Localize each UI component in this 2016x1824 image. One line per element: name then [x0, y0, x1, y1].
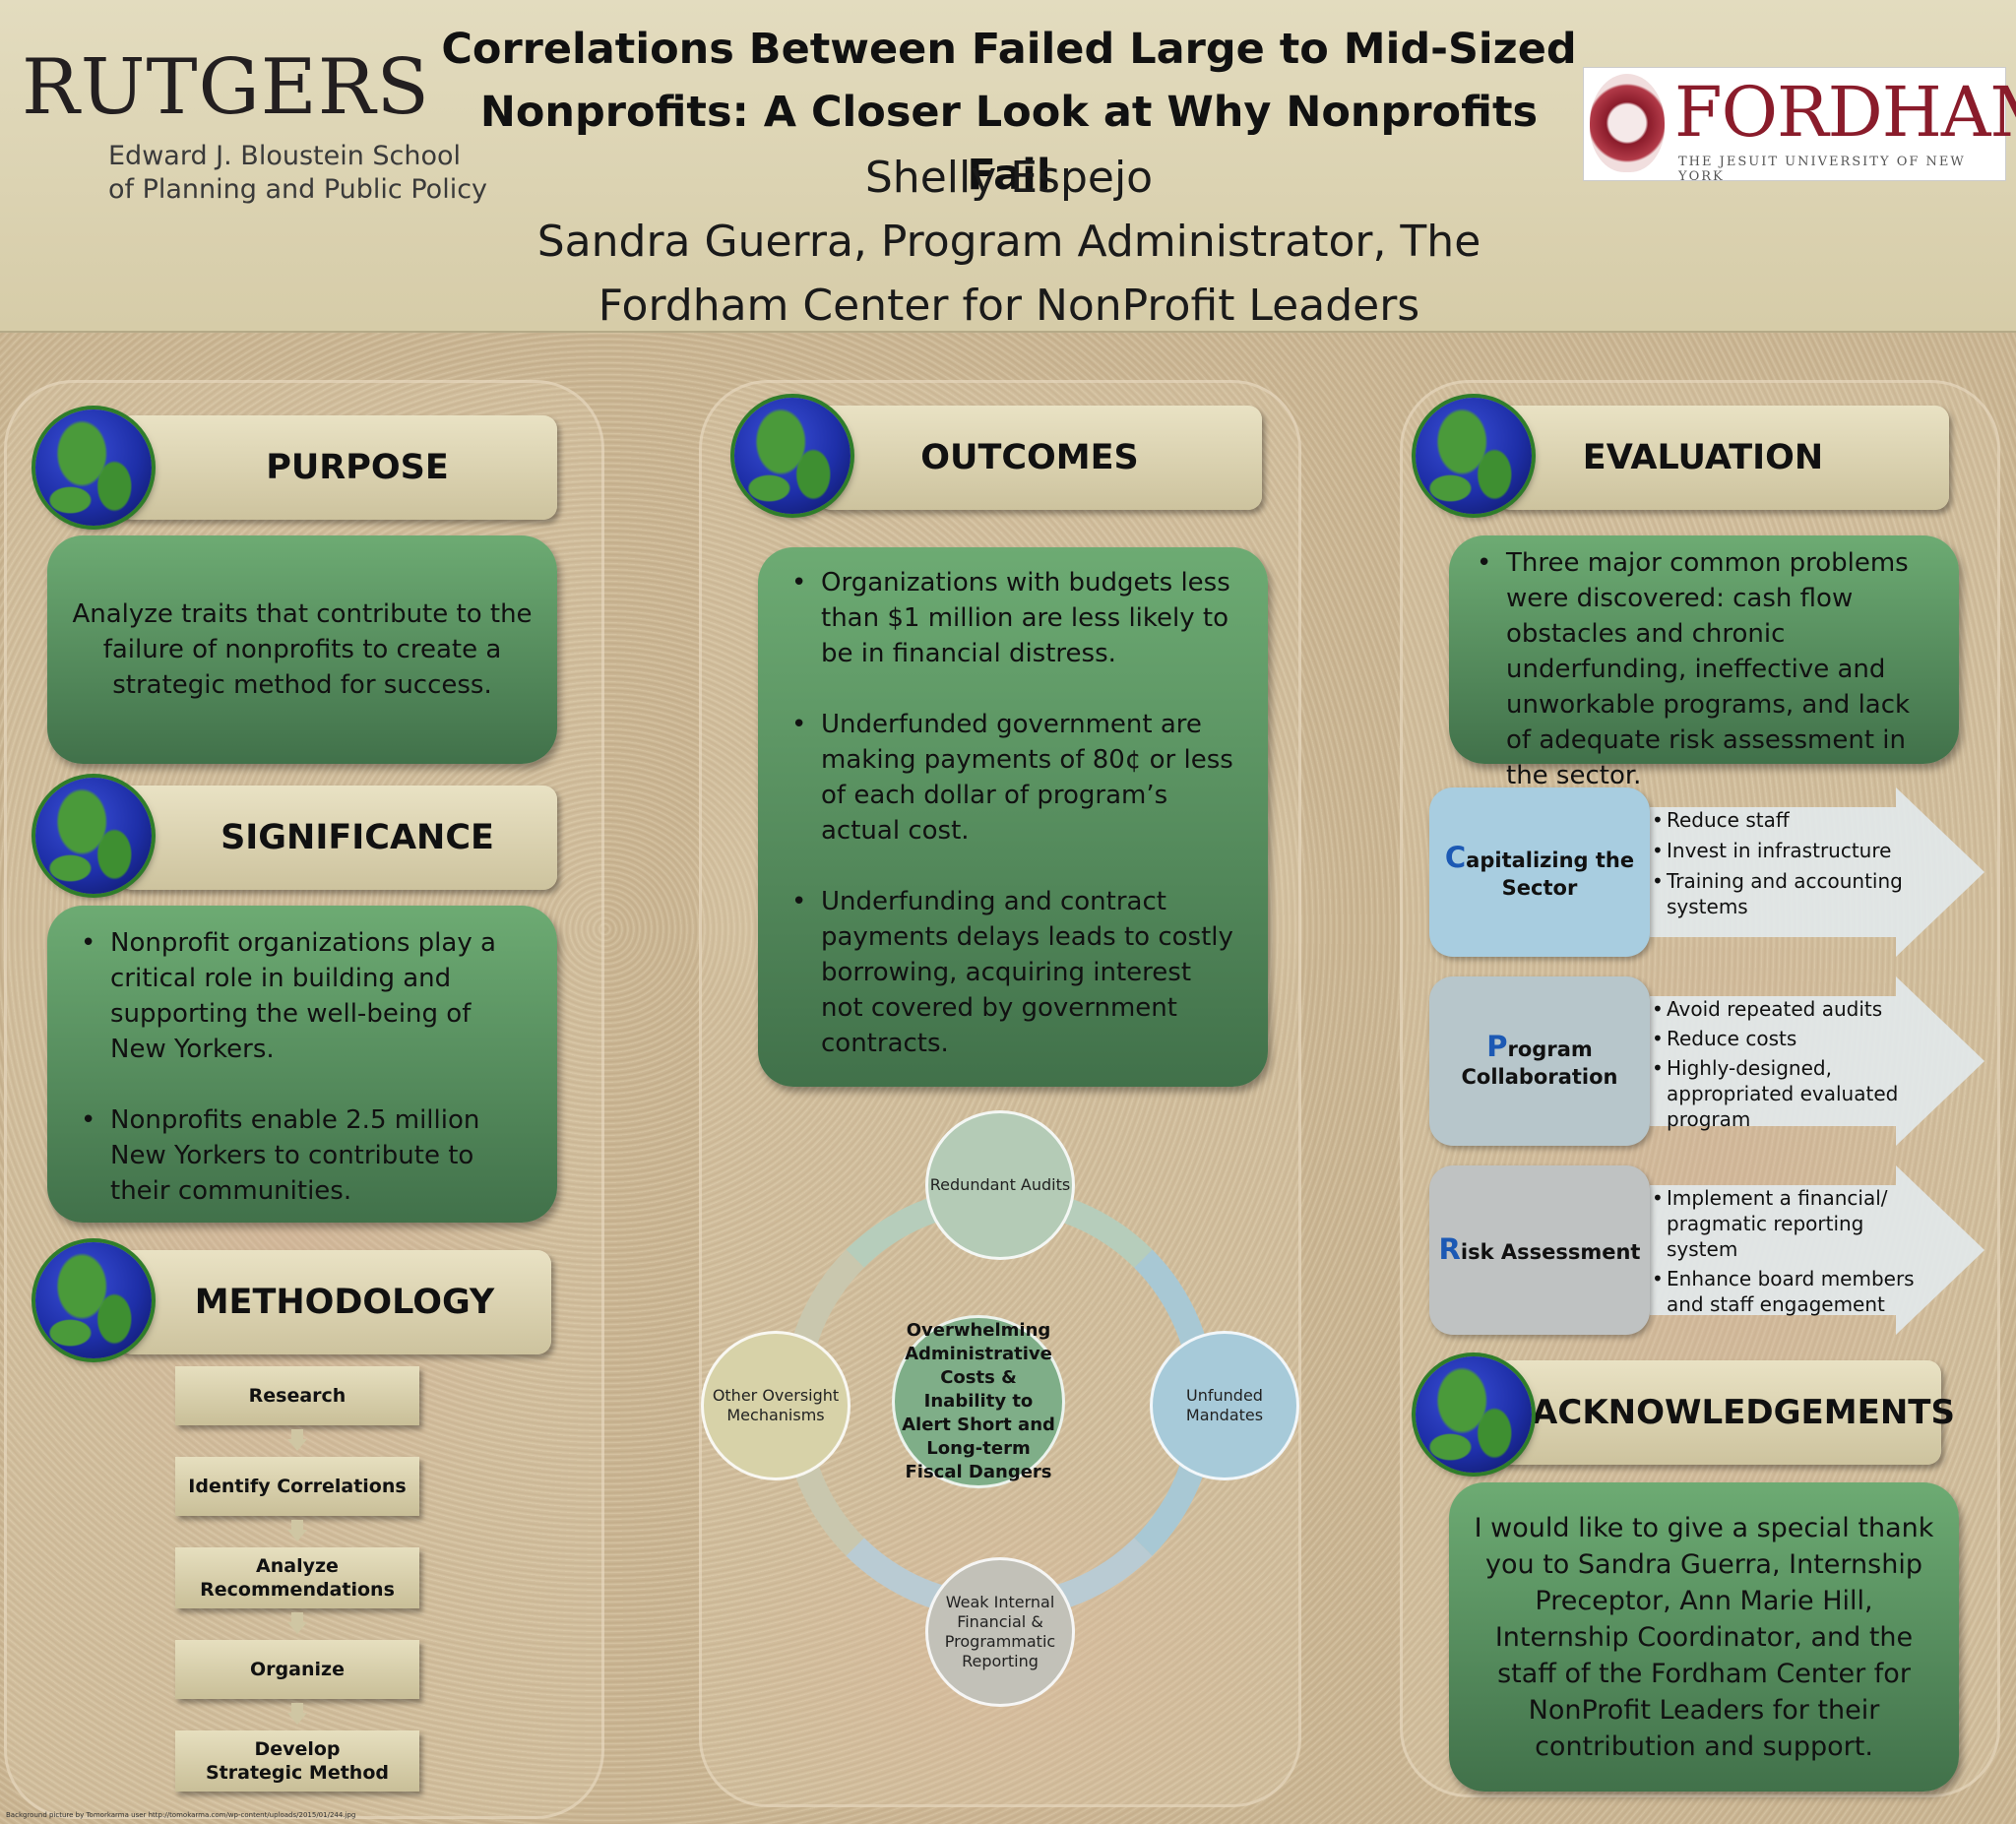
section-heading: OUTCOMES — [920, 438, 1139, 477]
fordham-seal-icon — [1590, 74, 1665, 172]
list-item: Invest in infrastructure — [1650, 838, 1916, 863]
acknowledgements-text: I would like to give a special thank you… — [1474, 1512, 1934, 1762]
outcomes-banner: OUTCOMES — [817, 406, 1262, 510]
fordham-logo: FORDHAM THE JESUIT UNIVERSITY OF NEW YOR… — [1583, 67, 2016, 184]
cycle-node-left: Other Oversight Mechanisms — [701, 1331, 850, 1480]
down-arrow-icon — [287, 1520, 307, 1543]
down-arrow-icon — [287, 1703, 307, 1727]
outcomes-list: Organizations with budgets less than $1 … — [778, 565, 1238, 1061]
globe-icon — [35, 1242, 152, 1358]
cycle-center-node: Overwhelming Administrative Costs & Inab… — [892, 1315, 1065, 1488]
globe-icon — [734, 398, 850, 514]
purpose-banner: PURPOSE — [118, 415, 557, 520]
methodology-step: Research — [175, 1366, 419, 1425]
down-arrow-icon — [287, 1429, 307, 1453]
list-item: Reduce staff — [1650, 807, 1916, 833]
background-credit: Background picture by Tomorkarma user ht… — [6, 1811, 356, 1819]
list-item: Nonprofits enable 2.5 million New Yorker… — [67, 1102, 528, 1209]
significance-box: Nonprofit organizations play a critical … — [47, 906, 557, 1223]
advisor-line: Fordham Center for NonProfit Leaders — [598, 281, 1420, 331]
significance-list: Nonprofit organizations play a critical … — [67, 925, 528, 1209]
methodology-step: Identify Correlations — [175, 1457, 419, 1516]
cycle-node-top: Redundant Audits — [925, 1110, 1075, 1260]
eval-row-label: Risk Assessment — [1429, 1165, 1650, 1335]
cycle-node-bottom: Weak Internal Financial & Programmatic R… — [925, 1557, 1075, 1707]
section-heading: ACKNOWLEDGEMENTS — [1532, 1393, 1955, 1432]
section-heading: SIGNIFICANCE — [220, 818, 494, 857]
eval-row-items: Reduce staff Invest in infrastructure Tr… — [1650, 807, 1916, 919]
list-item: Training and accounting systems — [1650, 868, 1916, 919]
globe-icon — [35, 409, 152, 526]
methodology-step: Analyze Recommendations — [175, 1547, 419, 1608]
list-item: Highly-designed, appropriated evaluated … — [1650, 1055, 1916, 1132]
list-item: Nonprofit organizations play a critical … — [67, 925, 528, 1067]
list-item: Underfunded government are making paymen… — [778, 707, 1238, 849]
eval-row-label: Capitalizing the Sector — [1429, 787, 1650, 957]
outcomes-box: Organizations with budgets less than $1 … — [758, 547, 1268, 1087]
acknowledgements-box: I would like to give a special thank you… — [1449, 1482, 1959, 1792]
section-heading: EVALUATION — [1582, 438, 1824, 477]
eval-initial: P — [1486, 1029, 1508, 1063]
rutgers-logo: RUTGERS — [22, 43, 430, 132]
list-item: Three major common problems were discove… — [1463, 545, 1939, 793]
globe-icon — [1416, 1356, 1532, 1473]
acknowledgements-banner: ACKNOWLEDGEMENTS — [1496, 1360, 1955, 1465]
list-item: Implement a financial/ pragmatic reporti… — [1650, 1185, 1916, 1262]
eval-row-items: Avoid repeated audits Reduce costs Highl… — [1650, 996, 1916, 1132]
list-item: Reduce costs — [1650, 1026, 1916, 1051]
globe-icon — [1416, 398, 1532, 514]
list-item: Enhance board members and staff engageme… — [1650, 1266, 1916, 1317]
cycle-node-right: Unfunded Mandates — [1150, 1331, 1299, 1480]
eval-row-label: Program Collaboration — [1429, 976, 1650, 1146]
author-name: Shelly Espejo — [864, 153, 1154, 203]
down-arrow-icon — [287, 1612, 307, 1636]
list-item: Avoid repeated audits — [1650, 996, 1916, 1022]
rutgers-school-name: Edward J. Bloustein School of Planning a… — [108, 141, 488, 205]
methodology-step: Develop Strategic Method — [175, 1730, 419, 1792]
purpose-box: Analyze traits that contribute to the fa… — [47, 535, 557, 764]
poster-title: Correlations Between Failed Large to Mid… — [441, 25, 1577, 200]
methodology-step: Organize — [175, 1640, 419, 1699]
globe-icon — [35, 778, 152, 894]
poster-authors: Shelly Espejo Sandra Guerra, Program Adm… — [433, 146, 1585, 338]
evaluation-banner: EVALUATION — [1496, 406, 1949, 510]
section-heading: METHODOLOGY — [194, 1283, 495, 1322]
evaluation-summary-list: Three major common problems were discove… — [1463, 545, 1939, 793]
purpose-text: Analyze traits that contribute to the fa… — [72, 599, 533, 700]
eval-initial: C — [1444, 840, 1467, 874]
eval-row-items: Implement a financial/ pragmatic reporti… — [1650, 1185, 1916, 1317]
evaluation-box: Three major common problems were discove… — [1449, 535, 1959, 790]
eval-initial: R — [1438, 1231, 1461, 1266]
methodology-banner: METHODOLOGY — [118, 1250, 551, 1354]
significance-banner: SIGNIFICANCE — [118, 786, 557, 890]
poster-header: RUTGERS Edward J. Bloustein School of Pl… — [0, 0, 2016, 333]
section-heading: PURPOSE — [266, 448, 449, 487]
advisor-line: Sandra Guerra, Program Administrator, Th… — [536, 217, 1481, 267]
list-item: Underfunding and contract payments delay… — [778, 884, 1238, 1061]
list-item: Organizations with budgets less than $1 … — [778, 565, 1238, 671]
